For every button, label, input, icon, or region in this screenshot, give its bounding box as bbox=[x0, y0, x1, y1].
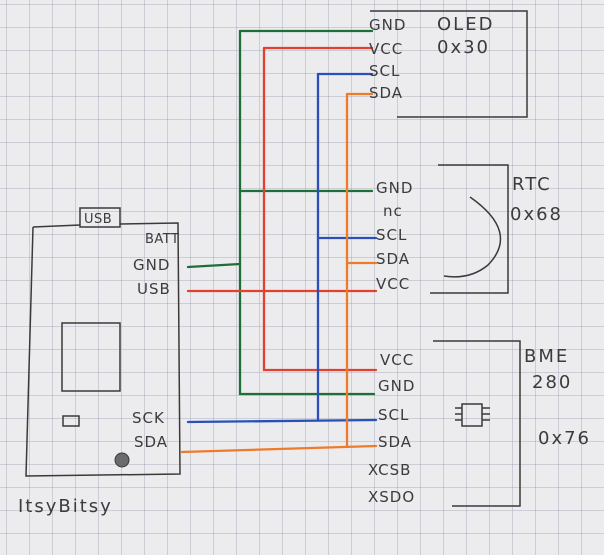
oled-module: OLED 0x30 GND VCC SCL SDA bbox=[369, 10, 528, 118]
rtc-pin-nc: nc bbox=[383, 202, 403, 220]
bme-sensor-chip-icon bbox=[455, 403, 490, 427]
board-name: ItsyBitsy bbox=[18, 496, 113, 517]
rtc-outline bbox=[430, 164, 509, 294]
board-dotstar-led bbox=[114, 452, 130, 468]
rtc-pin-sda: SDA bbox=[376, 250, 410, 268]
bme-name: BME bbox=[524, 346, 569, 367]
board-outline bbox=[25, 222, 181, 477]
rtc-coin-cell-arc bbox=[443, 196, 502, 278]
rtc-address: 0x68 bbox=[510, 204, 563, 225]
oled-name: OLED bbox=[437, 14, 494, 35]
scl-bme-wire bbox=[186, 418, 378, 424]
itsybitsy-board: USB BATT GND USB SCK SDA ItsyBitsy bbox=[18, 207, 181, 517]
bme-outline bbox=[433, 340, 521, 507]
bme-pin-gnd: GND bbox=[378, 377, 415, 395]
bme-pin-xcsb: XCSB bbox=[368, 461, 411, 479]
vcc-trunk-wire bbox=[262, 46, 378, 372]
gnd-board-wire bbox=[186, 262, 242, 269]
oled-pin-sda: SDA bbox=[369, 84, 403, 102]
rtc-pin-gnd: GND bbox=[376, 179, 413, 197]
bme-module: BME 280 0x76 VCC GND SCL SDA XCSB XSDO bbox=[368, 340, 591, 507]
bme-address: 0x76 bbox=[538, 428, 591, 449]
rtc-pin-scl: SCL bbox=[376, 226, 407, 244]
bme-model: 280 bbox=[532, 372, 572, 393]
board-pin-sda: SDA bbox=[134, 433, 168, 451]
board-pin-usb: USB bbox=[137, 280, 171, 298]
board-usb-connector bbox=[79, 207, 121, 228]
oled-outline bbox=[370, 10, 528, 118]
board-pin-gnd: GND bbox=[133, 256, 170, 274]
board-button bbox=[62, 415, 80, 427]
rtc-module: RTC 0x68 GND nc SCL SDA VCC bbox=[376, 164, 563, 294]
oled-pin-scl: SCL bbox=[369, 62, 400, 80]
board-pin-batt: BATT bbox=[145, 232, 179, 247]
oled-address: 0x30 bbox=[437, 37, 490, 58]
gnd-trunk-wire bbox=[238, 29, 376, 396]
rtc-name: RTC bbox=[512, 174, 552, 195]
oled-pin-vcc: VCC bbox=[369, 40, 403, 58]
bme-pin-vcc: VCC bbox=[380, 351, 414, 369]
wires bbox=[180, 29, 378, 454]
sda-bme-wire bbox=[180, 444, 378, 454]
board-pin-sck: SCK bbox=[132, 409, 165, 427]
oled-pin-gnd: GND bbox=[369, 16, 406, 34]
bme-pin-xsdo: XSDO bbox=[368, 488, 415, 506]
board-usb-label: USB bbox=[84, 212, 112, 227]
board-chip bbox=[61, 322, 121, 392]
rtc-pin-vcc: VCC bbox=[376, 275, 410, 293]
bme-pin-scl: SCL bbox=[378, 406, 409, 424]
bme-pin-sda: SDA bbox=[378, 433, 412, 451]
